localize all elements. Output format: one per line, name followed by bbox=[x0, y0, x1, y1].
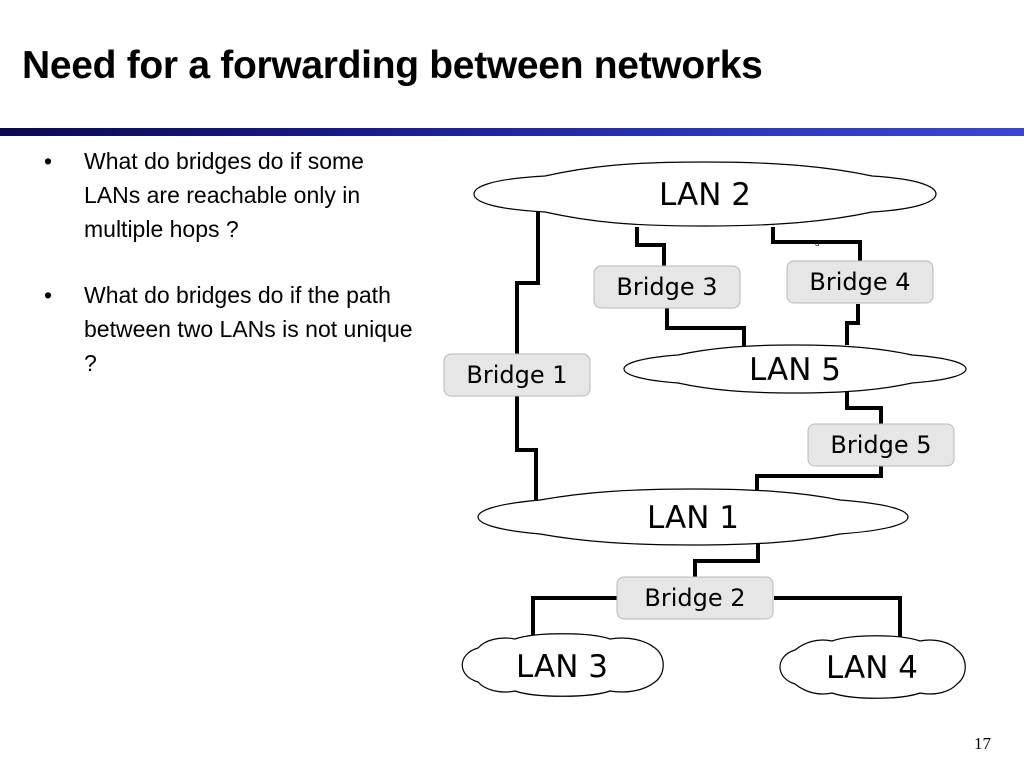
lan2-cloud: LAN 2 bbox=[473, 161, 937, 227]
bullet-text: What do bridges do if some LANs are reac… bbox=[84, 148, 364, 242]
link-bridge2-lan3 bbox=[531, 596, 618, 640]
link-bridge4-lan5 bbox=[845, 304, 860, 345]
cloud-shape bbox=[779, 635, 966, 699]
link-bridge2-lan4 bbox=[774, 596, 902, 640]
bridge5-box: Bridge 5 bbox=[807, 423, 955, 467]
page-number: 17 bbox=[974, 734, 991, 753]
cloud-shape bbox=[477, 488, 909, 546]
bullet-text: What do bridges do if the path between t… bbox=[84, 282, 413, 376]
link-lan2-bridge1 bbox=[515, 212, 540, 355]
bridge4-box: Bridge 4 bbox=[786, 260, 934, 304]
bridge1-box: Bridge 1 bbox=[443, 353, 591, 397]
lan-label: LAN 3 bbox=[516, 649, 608, 685]
lan-label: LAN 4 bbox=[826, 650, 918, 686]
cloud-shape bbox=[623, 344, 967, 394]
lan-label: LAN 1 bbox=[647, 500, 739, 536]
bridge-label: Bridge 2 bbox=[644, 584, 745, 612]
bullet-item: • What do bridges do if some LANs are re… bbox=[44, 144, 414, 246]
cloud-shape bbox=[461, 633, 664, 697]
title-divider-bar bbox=[0, 128, 1024, 136]
bridge-box-shape bbox=[443, 353, 591, 397]
bridge-label: Bridge 1 bbox=[466, 361, 567, 389]
lan4-cloud: LAN 4 bbox=[779, 635, 966, 699]
bridge-box-shape bbox=[786, 260, 934, 304]
cloud-shape bbox=[473, 161, 937, 227]
lan1-cloud: LAN 1 bbox=[477, 488, 909, 546]
link-lan1-bridge2 bbox=[693, 544, 760, 578]
bridge-label: Bridge 4 bbox=[809, 268, 910, 296]
lan3-cloud: LAN 3 bbox=[461, 633, 664, 697]
link-bridge1-lan1 bbox=[515, 396, 538, 500]
lan-label: LAN 2 bbox=[659, 177, 751, 213]
link-lan2-bridge3 bbox=[635, 227, 666, 266]
bridge3-box: Bridge 3 bbox=[593, 265, 741, 309]
bridge-label: Bridge 3 bbox=[616, 273, 717, 301]
link-lan5-bridge5 bbox=[845, 392, 883, 425]
lan5-cloud: LAN 5 bbox=[623, 344, 967, 394]
bullet-marker: • bbox=[44, 282, 53, 308]
bullet-list: • What do bridges do if some LANs are re… bbox=[44, 144, 414, 412]
bridge-box-shape bbox=[807, 423, 955, 467]
bullet-item: • What do bridges do if the path between… bbox=[44, 278, 414, 380]
stray-mark: d bbox=[815, 240, 819, 248]
link-bridge3-lan5 bbox=[665, 308, 746, 348]
slide-title: Need for a forwarding between networks bbox=[22, 44, 763, 87]
bridge-box-shape bbox=[616, 576, 774, 620]
bullet-marker: • bbox=[44, 148, 53, 174]
connection-lines bbox=[515, 212, 902, 640]
bridge-box-shape bbox=[593, 265, 741, 309]
bridge-label: Bridge 5 bbox=[830, 431, 931, 459]
lan-label: LAN 5 bbox=[749, 352, 841, 388]
link-lan2-bridge4 bbox=[771, 227, 862, 262]
link-bridge5-lan1 bbox=[755, 466, 883, 493]
bridge2-box: Bridge 2 bbox=[616, 576, 774, 620]
